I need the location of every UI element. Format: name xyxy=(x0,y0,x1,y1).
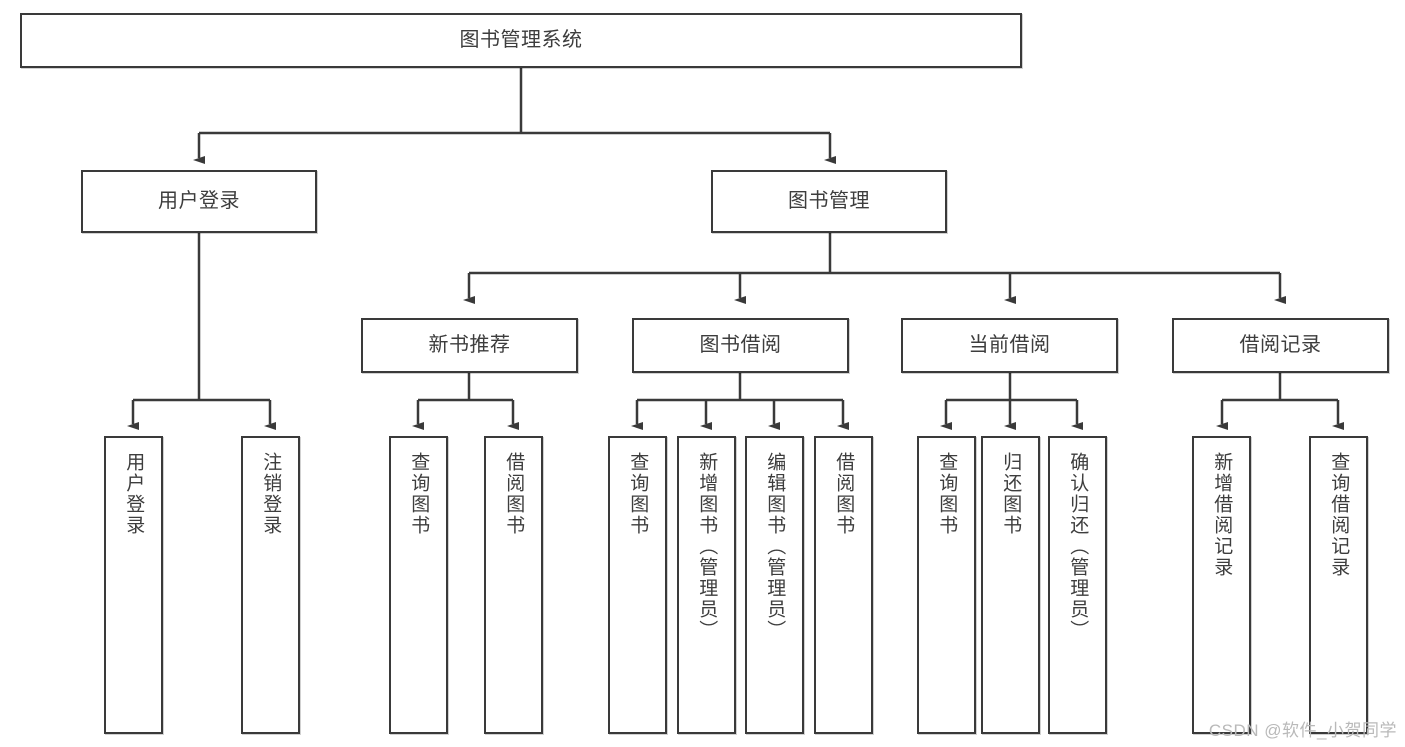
node-borrow-record[interactable]: 借阅记录 xyxy=(1172,318,1389,373)
csdn-watermark: CSDN @软件_小贺同学 xyxy=(1208,721,1397,740)
leaf-label: 查询借阅记录 xyxy=(1328,452,1350,578)
leaf-borrow-edit-book-admin[interactable]: 编辑图书（管理员） xyxy=(745,436,804,734)
leaf-label: 归还图书 xyxy=(1000,452,1022,536)
node-new-book-recommend[interactable]: 新书推荐 xyxy=(361,318,578,373)
leaf-record-add-record[interactable]: 新增借阅记录 xyxy=(1192,436,1251,734)
leaf-current-return-book[interactable]: 归还图书 xyxy=(981,436,1040,734)
node-new-book-recommend-label: 新书推荐 xyxy=(428,334,511,356)
leaf-user-login-signout[interactable]: 注销登录 xyxy=(241,436,300,734)
leaf-label: 用户登录 xyxy=(123,452,145,536)
node-borrow-record-label: 借阅记录 xyxy=(1239,334,1322,356)
leaf-label: 借阅图书 xyxy=(503,452,525,536)
leaf-borrow-query-book[interactable]: 查询图书 xyxy=(608,436,667,734)
node-book-borrow[interactable]: 图书借阅 xyxy=(632,318,849,373)
leaf-label: 借阅图书 xyxy=(833,452,855,536)
leaf-current-query-book[interactable]: 查询图书 xyxy=(917,436,976,734)
leaf-label: 确认归还（管理员） xyxy=(1067,452,1089,641)
leaf-record-query-record[interactable]: 查询借阅记录 xyxy=(1309,436,1368,734)
leaf-borrow-borrow-book[interactable]: 借阅图书 xyxy=(814,436,873,734)
leaf-label: 编辑图书（管理员） xyxy=(764,452,786,641)
leaf-borrow-add-book-admin[interactable]: 新增图书（管理员） xyxy=(677,436,736,734)
leaf-label: 新增图书（管理员） xyxy=(696,452,718,641)
node-current-borrow[interactable]: 当前借阅 xyxy=(901,318,1118,373)
leaf-label: 注销登录 xyxy=(260,452,282,536)
node-user-login-label: 用户登录 xyxy=(158,190,240,212)
leaf-user-login-signin[interactable]: 用户登录 xyxy=(104,436,163,734)
leaf-label: 新增借阅记录 xyxy=(1211,452,1233,578)
leaf-current-confirm-return-admin[interactable]: 确认归还（管理员） xyxy=(1048,436,1107,734)
leaf-label: 查询图书 xyxy=(408,452,430,536)
leaf-label: 查询图书 xyxy=(627,452,649,536)
node-current-borrow-label: 当前借阅 xyxy=(968,334,1051,356)
leaf-recommend-borrow-book[interactable]: 借阅图书 xyxy=(484,436,543,734)
node-user-login[interactable]: 用户登录 xyxy=(81,170,317,233)
leaf-recommend-query-book[interactable]: 查询图书 xyxy=(389,436,448,734)
node-root-label: 图书管理系统 xyxy=(459,29,583,51)
node-book-borrow-label: 图书借阅 xyxy=(699,334,782,356)
node-root[interactable]: 图书管理系统 xyxy=(20,13,1022,68)
leaf-label: 查询图书 xyxy=(936,452,958,536)
node-book-management-label: 图书管理 xyxy=(788,190,870,212)
node-book-management[interactable]: 图书管理 xyxy=(711,170,947,233)
